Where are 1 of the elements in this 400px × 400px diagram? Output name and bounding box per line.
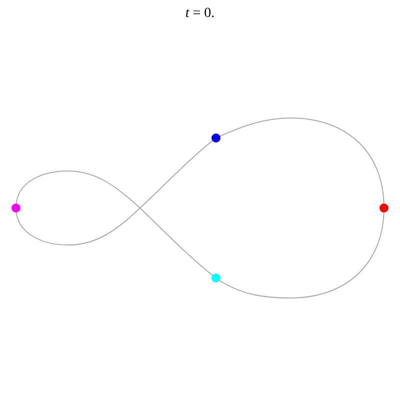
plot-title: t = 0. xyxy=(185,6,215,21)
